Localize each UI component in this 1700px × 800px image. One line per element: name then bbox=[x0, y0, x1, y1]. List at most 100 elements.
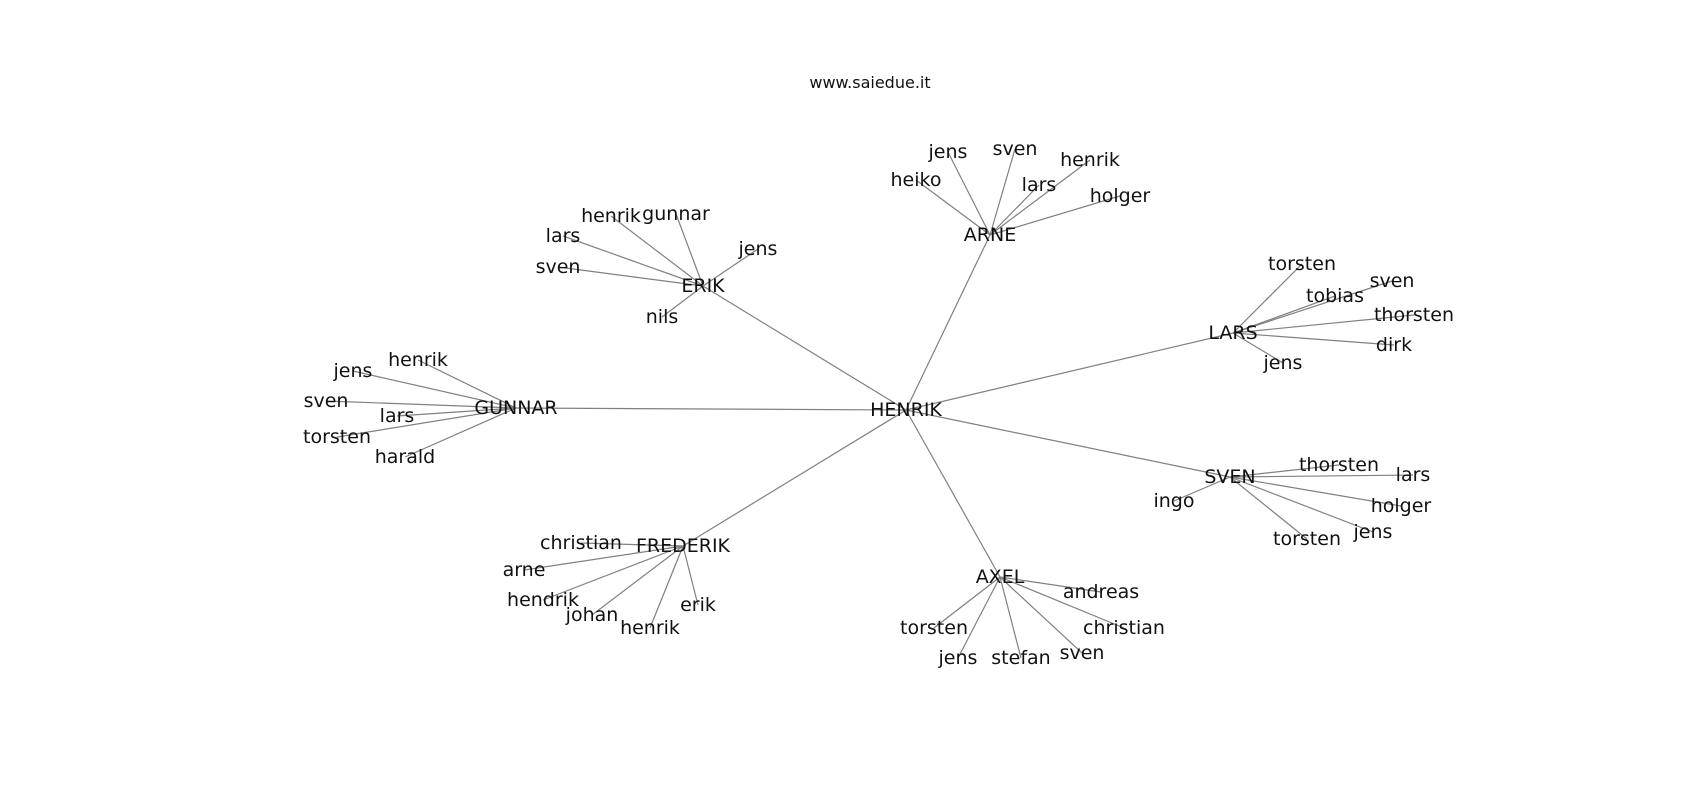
leaf-node-label: nils bbox=[646, 306, 679, 328]
edge-lars-dirk bbox=[1232, 332, 1395, 346]
leaf-node-label: henrik bbox=[388, 349, 448, 371]
leaf-node-label: johan bbox=[565, 604, 619, 626]
edge-gunnar-jens bbox=[352, 370, 517, 409]
leaf-node-label: andreas bbox=[1063, 581, 1139, 603]
edge-gunnar-sven bbox=[325, 400, 517, 409]
edge-axel-sven bbox=[999, 576, 1083, 654]
leaf-node-label: thorsten bbox=[1299, 454, 1379, 476]
edge-sven-ingo bbox=[1173, 476, 1231, 502]
leaf-node-label: jens bbox=[1353, 521, 1393, 543]
leaf-node-label: lars bbox=[546, 225, 581, 247]
root-node-label: HENRIK bbox=[870, 399, 942, 421]
leaf-node-label: jens bbox=[333, 360, 373, 382]
leaf-node-label: jens bbox=[738, 238, 778, 260]
edge-arne-sven bbox=[989, 148, 1016, 236]
leaf-node-label: gunnar bbox=[642, 203, 710, 225]
edge-frederik-arne bbox=[523, 545, 684, 571]
leaf-node-label: jens bbox=[928, 141, 968, 163]
edge-frederik-christian bbox=[580, 542, 684, 547]
group-node-label: ERIK bbox=[681, 275, 725, 297]
leaf-node-label: sven bbox=[304, 390, 349, 412]
leaf-node-label: sven bbox=[1370, 270, 1415, 292]
edge-erik-nils bbox=[661, 285, 704, 318]
edge-gunnar-lars bbox=[396, 407, 517, 417]
leaf-node-label: henrik bbox=[1060, 149, 1120, 171]
edge-root-sven bbox=[905, 409, 1231, 478]
site-title: www.saiedue.it bbox=[809, 73, 930, 92]
leaf-node-label: sven bbox=[1060, 642, 1105, 664]
leaf-node-label: christian bbox=[1083, 617, 1165, 639]
leaf-node-label: erik bbox=[680, 594, 716, 616]
edge-gunnar-harald bbox=[404, 407, 517, 458]
leaf-node-label: henrik bbox=[620, 617, 680, 639]
leaf-node-label: stefan bbox=[991, 647, 1050, 669]
edge-arne-holger bbox=[989, 195, 1121, 236]
edge-erik-lars bbox=[562, 235, 704, 287]
edge-frederik-hendrik bbox=[542, 545, 684, 601]
edge-lars-jens bbox=[1232, 332, 1284, 364]
edge-lars-thorsten bbox=[1232, 314, 1415, 334]
leaf-node-label: torsten bbox=[1273, 528, 1341, 550]
leaf-node-label: ingo bbox=[1153, 490, 1194, 512]
leaf-node-label: thorsten bbox=[1374, 304, 1454, 326]
edge-root-erik bbox=[702, 285, 907, 411]
leaf-node-label: torsten bbox=[303, 426, 371, 448]
leaf-node-label: torsten bbox=[1268, 253, 1336, 275]
edge-erik-jens bbox=[702, 248, 759, 287]
edge-arne-henrik bbox=[989, 159, 1091, 236]
edge-gunnar-henrik bbox=[417, 359, 517, 409]
edge-axel-andreas bbox=[999, 576, 1102, 593]
edge-arne-jens bbox=[947, 151, 991, 236]
edge-arne-heiko bbox=[915, 179, 991, 236]
group-node-label: FREDERIK bbox=[636, 535, 731, 557]
edge-sven-holger bbox=[1229, 476, 1402, 507]
leaf-node-label: holger bbox=[1090, 185, 1151, 207]
leaf-node-label: henrik bbox=[581, 205, 641, 227]
leaf-node-label: sven bbox=[993, 138, 1038, 160]
group-node-label: GUNNAR bbox=[474, 397, 557, 419]
group-node-label: AXEL bbox=[976, 566, 1025, 588]
edge-lars-sven bbox=[1232, 280, 1393, 334]
leaf-node-label: lars bbox=[1396, 464, 1431, 486]
edge-sven-jens bbox=[1229, 476, 1374, 533]
edge-lars-torsten bbox=[1232, 263, 1303, 334]
edge-sven-torsten bbox=[1229, 476, 1308, 540]
edge-root-arne bbox=[905, 234, 991, 411]
edges-layer bbox=[325, 148, 1415, 659]
edge-sven-thorsten bbox=[1229, 464, 1340, 478]
leaf-node-label: hendrik bbox=[507, 589, 579, 611]
edge-frederik-johan bbox=[591, 545, 684, 616]
group-node-label: SVEN bbox=[1204, 466, 1255, 488]
leaf-node-label: torsten bbox=[900, 617, 968, 639]
group-node-label: ARNE bbox=[964, 224, 1016, 246]
edge-axel-jens bbox=[957, 576, 1001, 659]
edge-sven-lars bbox=[1229, 474, 1414, 478]
edge-lars-tobias bbox=[1232, 295, 1336, 334]
edge-root-axel bbox=[905, 409, 1001, 578]
edge-erik-henrik bbox=[610, 215, 704, 287]
leaf-node-label: holger bbox=[1371, 495, 1432, 517]
edge-arne-lars bbox=[989, 184, 1040, 236]
leaf-node-label: tobias bbox=[1306, 285, 1364, 307]
edge-root-frederik bbox=[682, 409, 907, 547]
edge-gunnar-torsten bbox=[336, 407, 517, 438]
leaf-node-label: harald bbox=[375, 446, 435, 468]
group-node-label: LARS bbox=[1208, 322, 1257, 344]
edge-axel-torsten bbox=[933, 576, 1001, 629]
edge-root-lars bbox=[905, 332, 1234, 411]
leaf-node-label: jens bbox=[938, 647, 978, 669]
edge-root-gunnar bbox=[515, 407, 907, 411]
edge-frederik-henrik bbox=[649, 545, 684, 629]
edge-axel-stefan bbox=[999, 576, 1022, 659]
leaf-node-label: sven bbox=[536, 256, 581, 278]
edge-axel-christian bbox=[999, 576, 1125, 629]
leaf-node-label: lars bbox=[1022, 174, 1057, 196]
leaf-node-label: lars bbox=[380, 405, 415, 427]
edge-frederik-erik bbox=[682, 545, 699, 606]
edge-erik-sven bbox=[557, 266, 704, 287]
leaf-node-label: christian bbox=[540, 532, 622, 554]
leaf-node-label: jens bbox=[1263, 352, 1303, 374]
leaf-node-label: heiko bbox=[891, 169, 942, 191]
